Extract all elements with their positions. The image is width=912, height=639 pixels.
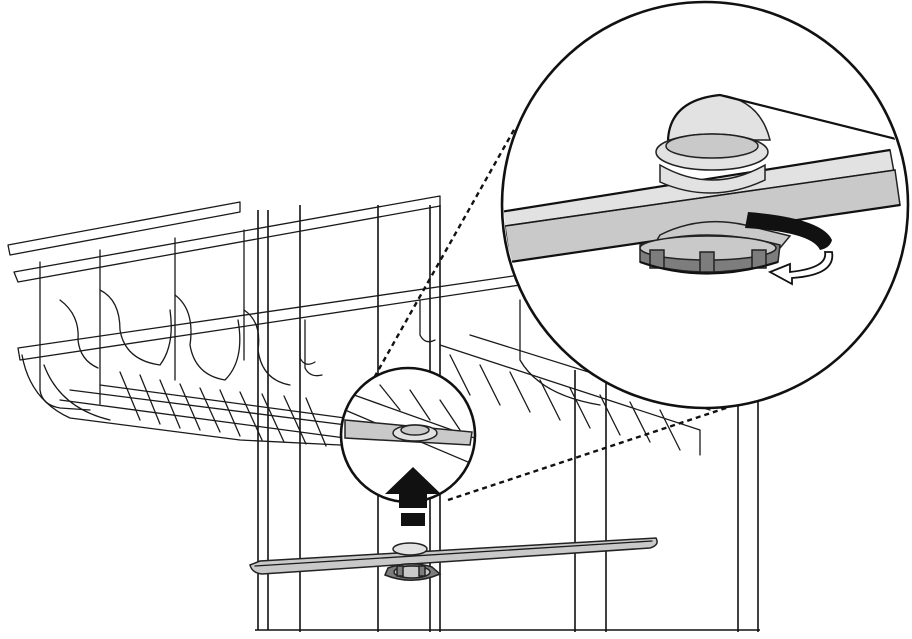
spray-arm [249,537,658,581]
mount-detail [504,93,901,275]
zoom-connector-lines [368,127,736,502]
rotate-clockwise-icon [745,212,834,286]
arrow-up-icon [385,467,441,526]
large-magnifier-circle [500,0,910,410]
small-magnifier-circle [339,366,477,504]
